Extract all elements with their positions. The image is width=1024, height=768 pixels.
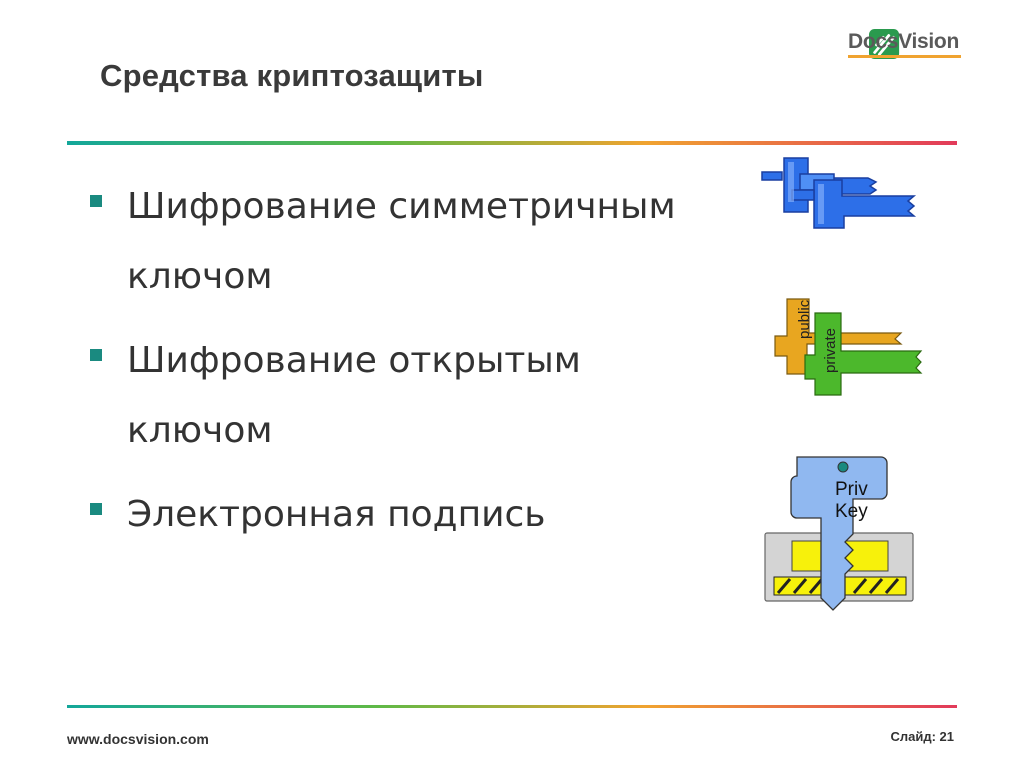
bullet-item: Шифрование симметричным ключом [90,172,710,312]
priv-key-label-line1: Priv [835,479,868,500]
bottom-divider [67,705,957,708]
private-key-signature-icon: Priv Key [764,456,914,611]
bullet-text: Электронная подпись [127,494,546,535]
logo-underline [848,55,961,58]
priv-key-label-line2: Key [835,501,868,522]
docsvision-logo-icon [869,28,900,60]
bullet-marker [90,349,102,361]
slide-number: Слайд: 21 [890,729,954,744]
footer-url[interactable]: www.docsvision.com [67,731,209,747]
symmetric-keys-icon [761,157,917,229]
bullet-text: Шифрование симметричным ключом [127,186,676,297]
bullet-text: Шифрование открытым ключом [127,340,581,451]
public-key-label: public [796,299,813,339]
bullet-list: Шифрование симметричным ключом Шифровани… [90,172,710,564]
top-divider [67,141,957,145]
public-private-keys-icon: public private [774,298,923,396]
slide-title: Средства криптозащиты [100,58,484,93]
private-key-label: private [822,328,839,373]
bullet-item: Электронная подпись [90,480,710,550]
bullet-item: Шифрование открытым ключом [90,326,710,466]
logo-text: DocsVision [848,30,959,53]
bullet-marker [90,503,102,515]
bullet-marker [90,195,102,207]
